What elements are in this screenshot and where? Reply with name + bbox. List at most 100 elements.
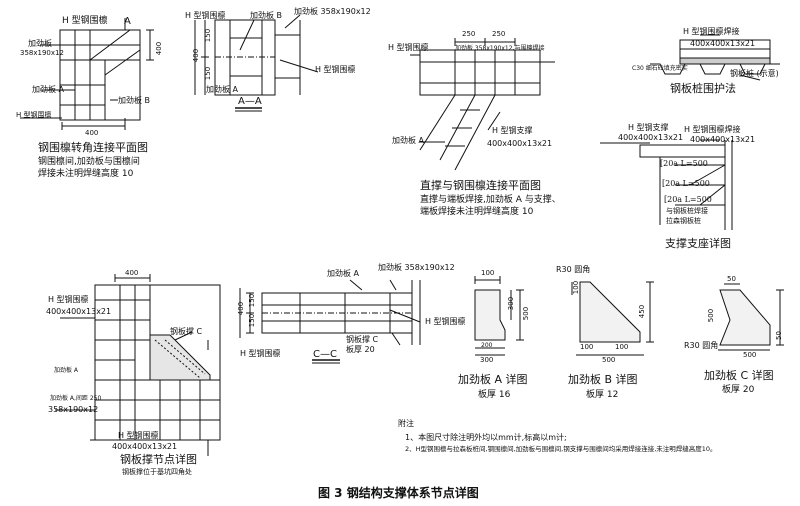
support-seat-channel-2: [20a L=500: [662, 179, 710, 188]
support-seat-title: 支撑支座详图: [665, 237, 731, 250]
plate-b-dim-100c: 100: [615, 343, 629, 351]
plate-b-dim-500: 500: [602, 356, 616, 364]
brace-node-note: 钢板撑位于基坑四角处: [122, 468, 192, 476]
section-cc-stiffener-label: 加劲板 358x190x12: [378, 263, 455, 272]
plan-corner-dim-400-bottom: 400: [85, 129, 99, 137]
section-cc-dim-150b: 150: [248, 313, 257, 328]
section-aa-plate-b-label: 加劲板 B: [250, 11, 283, 20]
support-seat-weld-note-2: 拉森钢板桩: [666, 217, 701, 225]
straight-brace-plate-a-label: 加劲板 A: [392, 136, 425, 145]
straight-brace-title: 直撑与钢围檩连接平面图: [420, 179, 541, 192]
pile-guard-concrete-label: C30 细石砼填充密实: [632, 65, 688, 72]
plate-a-dim-100: 100: [481, 269, 495, 277]
figure-caption: 图 3 钢结构支撑体系节点详图: [318, 486, 479, 500]
support-seat-brace-label: H 型钢支撑: [628, 123, 669, 132]
section-aa-drawing: [194, 14, 319, 112]
notes-line-1: 1、本图尺寸除注明外均以mm计,标高以m计;: [405, 433, 567, 442]
section-aa-title: A—A: [238, 96, 262, 107]
notes-line-2: 2、H型钢围檩与拉森板桩间,钢围檩间,加劲板与围檩间,钢支撑与围檩间均采用焊接连…: [405, 445, 717, 453]
brace-node-drawing: [55, 274, 221, 456]
plan-corner-stiffener-size: 358x190x12: [20, 49, 64, 57]
straight-brace-stiffener-note: 加劲板 358x190x12,与围檩焊接: [455, 45, 545, 52]
pile-guard-size-label: 400x400x13x21: [690, 39, 756, 48]
section-aa-dim-400: 400: [192, 48, 201, 63]
brace-node-h-beam-label: H 型钢围檩: [48, 295, 89, 304]
plan-corner-h-beam-label-2: H 型钢围檩: [16, 111, 52, 119]
section-aa-h-beam-label: H 型钢围檩: [185, 11, 226, 20]
plate-b-round-label: R30 圆角: [556, 265, 591, 274]
section-cc-h-beam-label: H 型钢围檩: [425, 317, 466, 326]
straight-brace-brace-label: H 型钢支撑: [492, 126, 533, 135]
plate-c-dim-50: 50: [727, 275, 736, 283]
section-cc-dim-150a: 150: [248, 293, 257, 308]
brace-node-stiffener-a-spacing: 加劲板 A,间距 250: [50, 395, 102, 402]
pile-guard-pile-label: 钢板桩 (示意): [730, 69, 779, 78]
straight-brace-dim-250b: 250: [492, 30, 506, 38]
brace-node-size-label: 400x400x13x21: [46, 307, 112, 316]
plate-a-dim-300: 300: [507, 296, 516, 311]
plate-b-thickness: 板厚 12: [586, 390, 619, 400]
support-seat-weld-note-1: 与钢板桩焊接: [666, 207, 708, 215]
straight-brace-dim-250a: 250: [462, 30, 476, 38]
pile-guard-weld-label: H 型钢围檩焊接: [683, 27, 740, 36]
plan-corner-drawing: [20, 18, 154, 130]
straight-brace-note-2: 端板焊接未注明焊缝高度 10: [420, 207, 534, 217]
support-seat-channel-1: [20a L=500: [660, 159, 708, 168]
plate-a-thickness: 板厚 16: [478, 390, 511, 400]
plate-a-drawing: [474, 276, 524, 356]
section-aa-stiffener-label: 加劲板 358x190x12: [294, 7, 371, 16]
support-seat-channel-3: [20a L=500: [664, 195, 712, 204]
plan-corner-dim-400-top: 400: [155, 41, 164, 56]
brace-node-size-3: 400x400x13x21: [112, 442, 178, 451]
straight-brace-drawing: [410, 38, 555, 171]
section-cc-title: C—C: [313, 349, 337, 360]
support-seat-beam-weld: H 型钢围檩焊接: [684, 125, 741, 134]
plan-corner-section-mark: A: [124, 16, 131, 27]
notes-heading: 附注: [398, 419, 414, 428]
plate-c-dim-500b: 500: [743, 351, 757, 359]
section-aa-dim-150b: 150: [204, 66, 213, 81]
plate-a-dim-500: 500: [522, 306, 531, 321]
plan-corner-title: 钢围檩转角连接平面图: [38, 141, 148, 154]
section-cc-thickness-label: 板厚 20: [346, 345, 375, 354]
pile-guard-title: 钢板桩围护法: [670, 82, 736, 95]
plate-c-thickness: 板厚 20: [722, 385, 755, 395]
plan-corner-h-beam-label: H 型钢围檩: [62, 16, 108, 26]
brace-node-stiffener-a-label: 加劲板 A: [54, 367, 79, 374]
section-aa-h-beam-label-2: H 型钢围檩: [315, 65, 356, 74]
plan-corner-plate-b-label: 加劲板 B: [118, 96, 151, 105]
plate-b-drawing: [571, 281, 654, 356]
plate-c-round-label: R30 圆角: [684, 341, 719, 350]
section-cc-brace-c-label: 钢板撑 C: [346, 335, 379, 344]
plate-c-drawing: [718, 283, 784, 351]
support-seat-beam-size: 400x400x13x21: [690, 135, 756, 144]
plan-corner-plate-a-label: 加劲板 A: [32, 85, 65, 94]
plate-c-dim-50b: 50: [774, 331, 783, 340]
plan-corner-stiffener-label: 加劲板: [28, 39, 52, 48]
plan-corner-note-1: 钢围檩间,加劲板与围檩间: [38, 157, 140, 167]
plate-c-dim-500a: 500: [707, 308, 716, 323]
plan-corner-note-2: 焊接未注明焊缝高度 10: [38, 169, 134, 179]
section-cc-drawing: [239, 279, 421, 364]
plate-b-dim-100a: 100: [572, 280, 581, 295]
section-aa-dim-150a: 150: [204, 28, 213, 43]
support-seat-brace-size: 400x400x13x21: [618, 133, 684, 142]
plate-b-dim-450: 450: [638, 304, 647, 319]
section-cc-dim-400: 400: [237, 301, 246, 316]
section-cc-h-beam-label-2: H 型钢围檩: [240, 349, 281, 358]
plate-c-title: 加劲板 C 详图: [704, 369, 774, 382]
brace-node-size-2: 358x190x12: [48, 405, 99, 414]
brace-node-dim-400: 400: [125, 269, 139, 277]
straight-brace-h-beam-label: H 型钢围檩: [388, 43, 429, 52]
pile-guard-drawing: [650, 34, 780, 81]
plate-b-title: 加劲板 B 详图: [568, 373, 638, 386]
straight-brace-brace-size: 400x400x13x21: [487, 139, 553, 148]
section-aa-plate-a-label: 加劲板 A: [206, 85, 239, 94]
plate-b-dim-100b: 100: [580, 343, 594, 351]
straight-brace-note-1: 直撑与端板焊接,加劲板 A 与支撑、: [420, 195, 561, 205]
brace-node-title: 钢板撑节点详图: [120, 453, 197, 466]
plate-a-dim-300b: 300: [480, 356, 494, 364]
plate-a-dim-200: 200: [481, 342, 493, 349]
